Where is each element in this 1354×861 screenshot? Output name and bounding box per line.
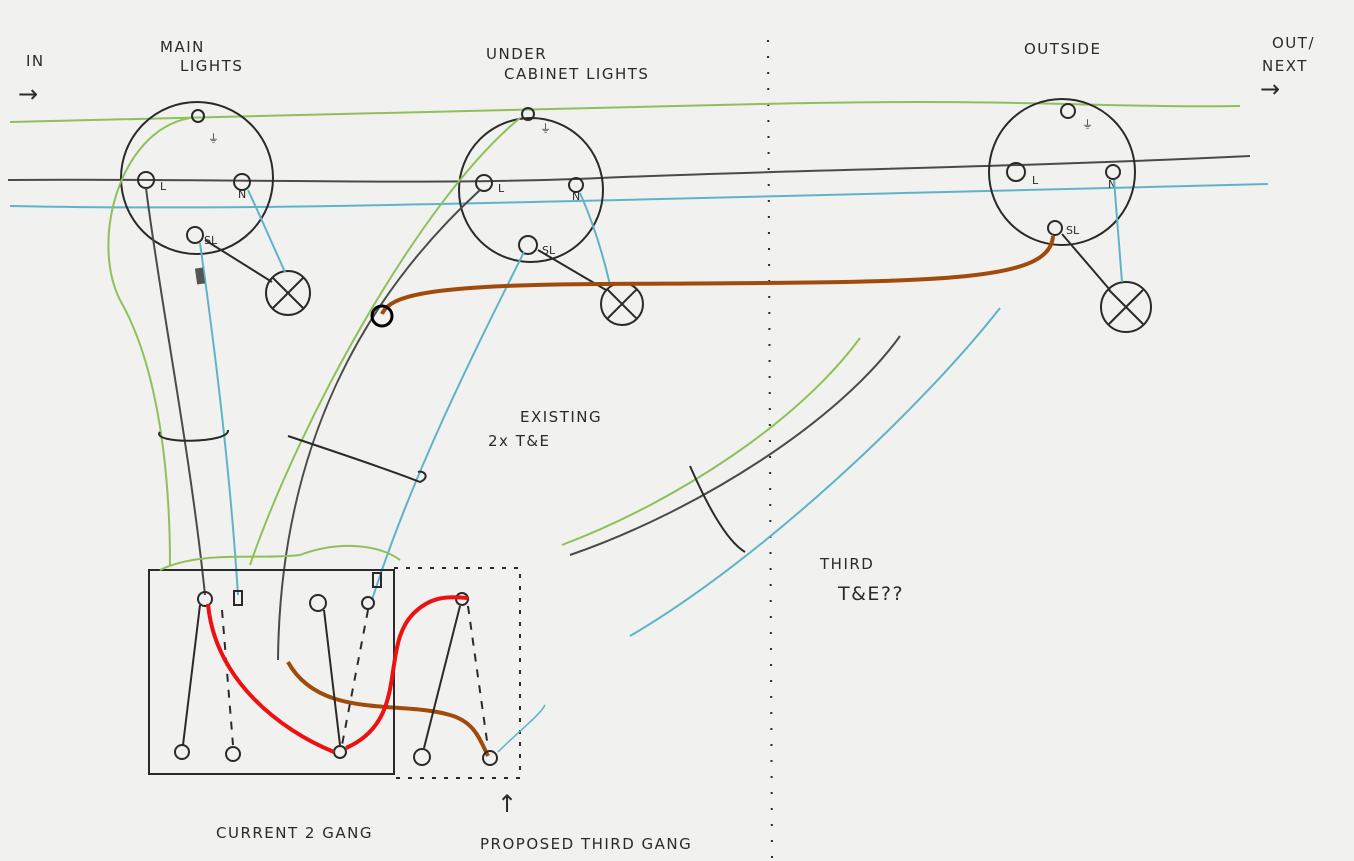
switched-live-drop-main (199, 242, 239, 596)
terminal-switched-live (518, 235, 538, 255)
live-drop-under (277, 189, 481, 661)
terminal-neutral (568, 177, 584, 193)
terminal-earth (521, 107, 535, 121)
switch-terminal (413, 748, 431, 766)
neutral-to-third-gang (497, 704, 546, 753)
next-label: NEXT (1262, 57, 1308, 75)
junction-point (370, 304, 394, 328)
out-label: OUT/ (1272, 34, 1315, 52)
switch-terminal (361, 596, 375, 610)
lamp (1100, 281, 1152, 333)
lamp-cross (1108, 289, 1144, 325)
switch-link-dashed (221, 609, 234, 746)
live-drop-main (145, 187, 206, 596)
switch-terminal (174, 744, 190, 760)
sleeve-marker (194, 267, 206, 285)
lamp (265, 270, 311, 316)
switch-terminal (372, 572, 382, 588)
switch-link (423, 605, 461, 749)
cable-grouping-mark (158, 429, 229, 442)
switch-link-dashed (467, 605, 489, 749)
live-wire-main (7, 155, 1251, 183)
existing-cables-label: EXISTING (520, 408, 602, 426)
switch-link-dashed (341, 609, 369, 746)
cable-grouping-mark (689, 465, 746, 553)
lamp-cross (272, 277, 304, 309)
neutral-third-cable (629, 307, 1001, 637)
paper-fold-line (767, 39, 773, 861)
switch-link (182, 604, 201, 746)
terminal-neutral-label: N (238, 188, 246, 201)
earth-third-cable (561, 337, 861, 546)
outside-rose (988, 98, 1136, 246)
lamp-neutral-wire (247, 189, 286, 273)
outside-label: OUTSIDE (1024, 40, 1101, 58)
under-cabinet-label: CABINET LIGHTS (504, 65, 649, 83)
third-cable-label: T&E?? (837, 583, 904, 605)
terminal-switched-live-label: SL (542, 244, 556, 257)
terminal-live (1006, 162, 1026, 182)
neutral-wire-main (9, 183, 1269, 209)
terminal-switched-live (186, 226, 204, 244)
live-third-cable (569, 335, 901, 556)
lamp-cross (606, 288, 638, 320)
earth-drop-main (107, 117, 191, 566)
terminal-neutral (233, 173, 251, 191)
terminal-live-label: L (1032, 174, 1039, 187)
current-2-gang-label: CURRENT 2 GANG (216, 824, 373, 842)
terminal-live-label: L (498, 182, 505, 195)
lamp-switched-live-wire (1061, 233, 1111, 291)
switched-live-drop-under (371, 251, 525, 601)
terminal-earth-label: ⏚ (208, 132, 219, 145)
main-lights-label: MAIN (160, 38, 205, 56)
existing-cables-label: 2x T&E (488, 432, 551, 450)
terminal-earth (191, 109, 205, 123)
cable-grouping-mark (287, 435, 427, 484)
out-arrow: → (1260, 75, 1282, 103)
terminal-switched-live-label: SL (1066, 224, 1080, 237)
proposed-third-gang-label: PROPOSED THIRD GANG (480, 835, 692, 853)
terminal-live (475, 174, 493, 192)
box-earth-wire (159, 545, 401, 571)
switch-terminal (233, 590, 243, 606)
earth-drop-under (249, 117, 521, 566)
under-cabinet-rose (458, 117, 604, 263)
lamp-neutral-wire (579, 192, 611, 286)
terminal-neutral (1105, 164, 1121, 180)
new-red-wire (345, 595, 469, 750)
terminal-earth-label: ⏚ (540, 122, 551, 135)
switch-terminal (225, 746, 241, 762)
switch-terminal (482, 750, 498, 766)
switch-terminal (333, 745, 347, 759)
under-cabinet-label: UNDER (486, 45, 547, 63)
earth-wire-main (9, 101, 1241, 123)
terminal-neutral-label: N (1108, 178, 1116, 191)
terminal-earth-label: ⏚ (1082, 118, 1093, 131)
terminal-live-label: L (160, 180, 167, 193)
new-red-wire (206, 603, 335, 754)
proposed-third-gang-arrow: ↑ (497, 790, 519, 818)
in-arrow: → (18, 80, 40, 108)
new-switched-live-outside (380, 235, 1055, 315)
lamp-neutral-wire (1113, 179, 1123, 283)
in-label: IN (26, 52, 45, 70)
switch-terminal (197, 591, 213, 607)
switch-terminal (309, 594, 327, 612)
lamp-switched-live-wire (204, 239, 273, 283)
third-cable-label: THIRD (819, 555, 874, 573)
main-lights-rose (120, 101, 274, 255)
new-brown-wire-to-third-gang (286, 661, 490, 757)
terminal-earth (1060, 103, 1076, 119)
terminal-switched-live-label: SL (204, 234, 218, 247)
terminal-neutral-label: N (572, 190, 580, 203)
switch-link (323, 609, 341, 746)
main-lights-label: LIGHTS (180, 57, 243, 75)
terminal-switched-live (1047, 220, 1063, 236)
